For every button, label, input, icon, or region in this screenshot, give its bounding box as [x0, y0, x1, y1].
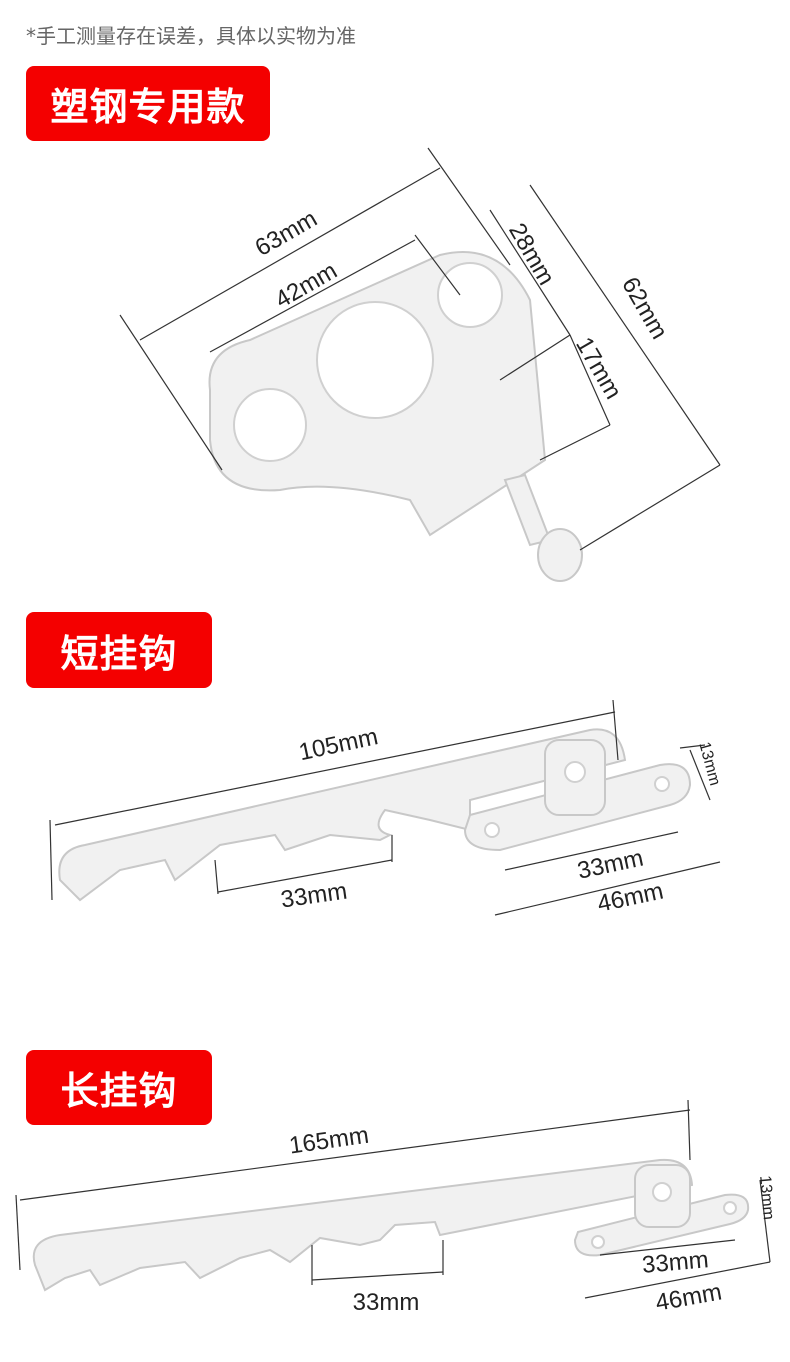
long-notch-spacing-label: 33mm — [353, 1289, 420, 1316]
long-length-label: 165mm — [287, 1122, 370, 1160]
section-banner-long-hook: 长挂钩 — [26, 1050, 212, 1125]
long-hook-illustration — [15, 1099, 771, 1299]
dim-mid-label: 17mm — [570, 333, 627, 404]
plastic-steel-stay-plate — [208, 251, 583, 582]
short-base-length-label: 46mm — [595, 878, 666, 918]
short-hook-illustration — [49, 699, 721, 916]
plastic-steel-dimension-lines — [119, 147, 721, 551]
dim-width-label: 63mm — [251, 205, 322, 262]
short-base-hole-spacing-label: 33mm — [575, 845, 646, 885]
dim-height-label: 62mm — [616, 273, 673, 344]
short-base-width-label: 13mm — [695, 740, 723, 787]
section-banner-plastic-steel: 塑钢专用款 — [26, 66, 270, 141]
long-base-hole-spacing-label: 33mm — [641, 1246, 710, 1279]
short-notch-spacing-label: 33mm — [279, 878, 349, 914]
long-base-width-label: 13mm — [756, 1175, 777, 1221]
long-base-length-label: 46mm — [654, 1279, 724, 1317]
measurement-note: *手工测量存在误差，具体以实物为准 — [26, 24, 356, 48]
short-length-label: 105mm — [296, 723, 380, 766]
section-banner-short-hook: 短挂钩 — [26, 612, 212, 688]
